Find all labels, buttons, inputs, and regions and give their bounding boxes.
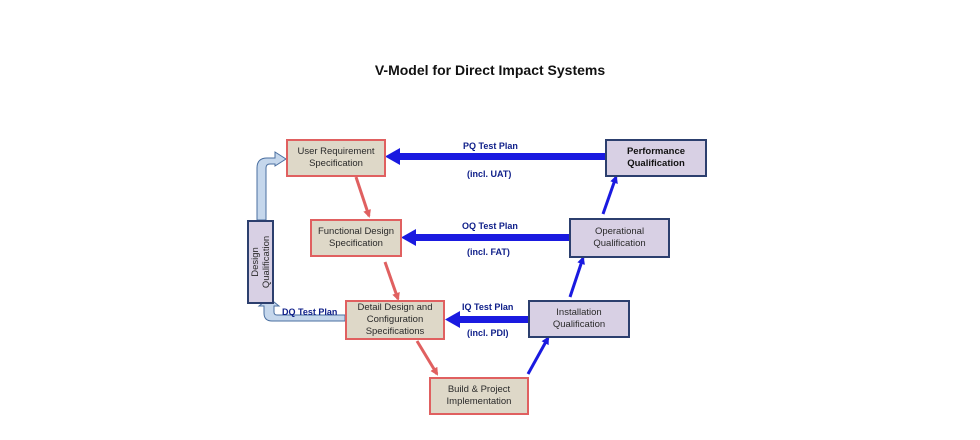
dq-label-line-1: Design (249, 247, 261, 277)
dds-label-line-1: Detail Design and (357, 302, 433, 313)
operational-qualification-box: Operational Qualification (569, 218, 670, 258)
fds-label-line-1: Functional Design (317, 226, 395, 237)
oq-label-line-2: Qualification (593, 238, 646, 249)
pq-label-line-2: Qualification (627, 158, 685, 169)
iq-label-line-1: Installation (556, 307, 602, 318)
urs-label-line-1: User Requirement (297, 146, 375, 157)
iq-test-plan-label: IQ Test Plan (462, 302, 514, 312)
flow-arrow-iq-oq (568, 256, 585, 298)
urs-label-line-2: Specification (309, 158, 363, 169)
diagram-title: V-Model for Direct Impact Systems (374, 62, 606, 78)
iq-test-plan-arrow (445, 311, 528, 328)
flow-arrow-dds-build (415, 340, 439, 376)
functional-design-specification-box: Functional Design Specification (310, 219, 402, 257)
pq-label-line-1: Performance (626, 146, 686, 157)
dq-loop-arrow-bottom (257, 297, 346, 322)
dds-label-line-2: Configuration (366, 314, 424, 325)
iq-test-plan-note: (incl. PDI) (467, 328, 509, 338)
pq-test-plan-note: (incl. UAT) (467, 169, 512, 179)
iq-label-line-2: Qualification (552, 319, 606, 330)
oq-test-plan-note: (incl. FAT) (467, 247, 510, 257)
performance-qualification-box: Performance Qualification (605, 139, 707, 177)
fds-label-line-2: Specification (329, 238, 383, 249)
dq-loop-arrow-top (256, 151, 287, 221)
build-project-implementation-box: Build & Project Implementation (429, 377, 529, 415)
pq-test-plan-arrow (385, 148, 606, 165)
flow-arrow-urs-fds (354, 176, 371, 218)
oq-test-plan-label: OQ Test Plan (462, 221, 518, 231)
user-requirement-specification-box: User Requirement Specification (286, 139, 386, 177)
flow-arrow-build-iq (526, 336, 550, 375)
oq-label-line-1: Operational (594, 226, 645, 237)
oq-test-plan-arrow (401, 229, 569, 246)
build-label-line-2: Implementation (446, 396, 512, 407)
flow-arrow-oq-pq (601, 175, 618, 215)
dds-label-line-3: Specifications (365, 326, 425, 337)
dq-label-line-2: Qualification (260, 235, 272, 289)
dq-test-plan-label: DQ Test Plan (282, 307, 338, 317)
pq-test-plan-label: PQ Test Plan (463, 141, 518, 151)
flow-arrow-fds-dds (383, 261, 400, 301)
design-qualification-box: Design Qualification (247, 220, 274, 304)
build-label-line-1: Build & Project (447, 384, 511, 395)
detail-design-specification-box: Detail Design and Configuration Specific… (345, 300, 445, 340)
installation-qualification-box: Installation Qualification (528, 300, 630, 338)
